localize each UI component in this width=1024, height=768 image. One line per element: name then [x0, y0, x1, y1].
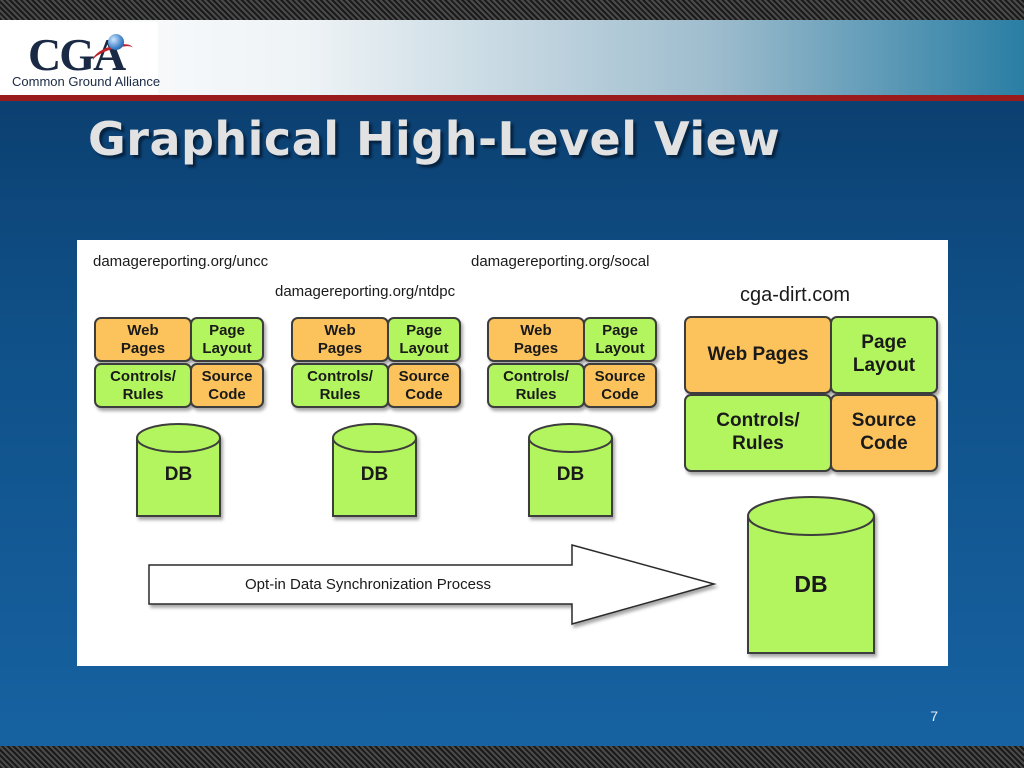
db-cylinder-uncc [136, 423, 221, 517]
central-site-title: cga-dirt.com [740, 284, 851, 306]
db-and-arrow-layer: DB DB DB DB Opt-in Data Synchronization … [136, 423, 875, 654]
web-pages-box: Web Pages [291, 317, 389, 362]
central-source-code-box: Source Code [830, 394, 938, 472]
site-url-uncc: damagereporting.org/uncc [93, 253, 269, 270]
slide-title: Graphical High-Level View [88, 112, 781, 166]
page-layout-box: Page Layout [387, 317, 461, 362]
source-code-box: Source Code [583, 363, 657, 408]
header-band [0, 20, 1024, 95]
controls-rules-box: Controls/ Rules [94, 363, 192, 408]
central-web-pages-box: Web Pages [684, 316, 832, 394]
controls-rules-box: Controls/ Rules [487, 363, 585, 408]
db-label: DB [165, 464, 192, 485]
source-code-box: Source Code [387, 363, 461, 408]
sync-arrow [148, 544, 717, 625]
web-pages-box: Web Pages [487, 317, 585, 362]
logo-globe-icon [108, 34, 124, 50]
page-layout-box: Page Layout [190, 317, 264, 362]
controls-rules-box: Controls/ Rules [291, 363, 389, 408]
header-red-rule [0, 95, 1024, 101]
db-label: DB [361, 464, 388, 485]
central-page-layout-box: Page Layout [830, 316, 938, 394]
db-cylinder-central [747, 496, 875, 654]
diagram-panel: damagereporting.org/uncc Web Pages Page … [77, 240, 948, 666]
bottom-hatch-band [0, 746, 1024, 768]
sync-arrow-label: Opt-in Data Synchronization Process [245, 576, 491, 593]
db-cylinder-socal [528, 423, 613, 517]
logo-subtitle: Common Ground Alliance [12, 74, 161, 89]
cga-logo: CGA Common Ground Alliance [0, 22, 161, 94]
top-hatch-band [0, 0, 1024, 20]
site-url-ntdpc: damagereporting.org/ntdpc [275, 283, 456, 300]
source-code-box: Source Code [190, 363, 264, 408]
central-db-label: DB [794, 571, 827, 597]
page-layout-box: Page Layout [583, 317, 657, 362]
page-number: 7 [930, 708, 938, 724]
site-url-socal: damagereporting.org/socal [471, 253, 650, 270]
db-label: DB [557, 464, 584, 485]
db-cylinder-ntdpc [332, 423, 417, 517]
